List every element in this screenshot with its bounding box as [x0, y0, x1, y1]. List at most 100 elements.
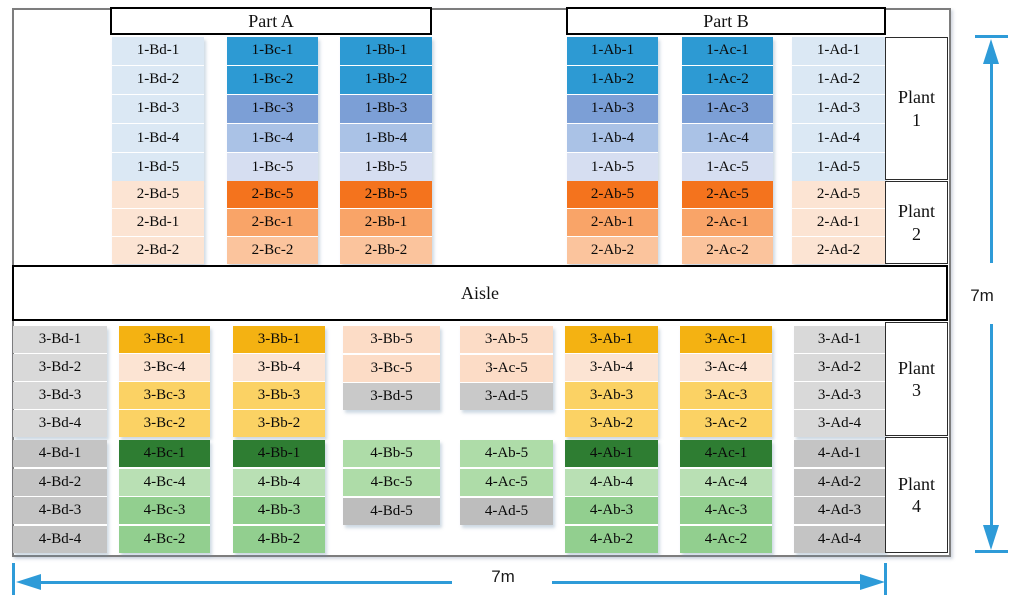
arrowhead-up-icon: [983, 39, 999, 64]
cell-2-Ac-2: 2-Ac-2: [682, 237, 773, 264]
cell-4-Bc-5: 4-Bc-5: [343, 468, 440, 497]
cell-1-Bb-3: 1-Bb-3: [340, 95, 432, 123]
cell-2-Bd-2: 2-Bd-2: [112, 237, 204, 264]
cell-4-Bc-1: 4-Bc-1: [119, 440, 210, 468]
cell-1-Bc-1: 1-Bc-1: [227, 37, 318, 65]
cell-1-Ad-3: 1-Ad-3: [792, 95, 885, 123]
cell-4-Ab-1: 4-Ab-1: [565, 440, 658, 468]
cell-1-Bd-3: 1-Bd-3: [112, 95, 204, 123]
cell-1-Ab-2: 1-Ab-2: [567, 66, 658, 94]
cell-1-Bb-2: 1-Bb-2: [340, 66, 432, 94]
cell-2-Bd-1: 2-Bd-1: [112, 209, 204, 236]
dimension-line-left: [39, 581, 452, 584]
cell-4-Bb-4: 4-Bb-4: [233, 468, 325, 496]
cell-4-Ad-4: 4-Ad-4: [794, 525, 885, 553]
cell-4-Bd-2: 4-Bd-2: [13, 468, 107, 496]
dimension-line-upper: [990, 62, 993, 263]
dimension-tick-left: [12, 563, 15, 595]
cell-2-Bc-2: 2-Bc-2: [227, 237, 318, 264]
cell-4-Bd-4: 4-Bd-4: [13, 525, 107, 553]
cell-3-Bb-3: 3-Bb-3: [233, 382, 325, 409]
cell-2-Bd-5: 2-Bd-5: [112, 181, 204, 208]
cell-1-Bd-5: 1-Bd-5: [112, 153, 204, 181]
cell-3-Ab-1: 3-Ab-1: [565, 326, 658, 353]
cell-3-Bc-2: 3-Bc-2: [119, 410, 210, 437]
cell-4-Ac-5: 4-Ac-5: [460, 468, 553, 497]
cell-4-Bb-3: 4-Bb-3: [233, 497, 325, 525]
cell-3-Bc-1: 3-Bc-1: [119, 326, 210, 353]
cell-3-Ac-2: 3-Ac-2: [680, 410, 772, 437]
cell-4-Ac-3: 4-Ac-3: [680, 497, 772, 525]
cell-1-Bb-1: 1-Bb-1: [340, 37, 432, 65]
cell-1-Bd-1: 1-Bd-1: [112, 37, 204, 65]
cell-4-Ac-1: 4-Ac-1: [680, 440, 772, 468]
cell-1-Bc-4: 1-Bc-4: [227, 124, 318, 152]
arrowhead-left-icon: [16, 574, 41, 590]
cell-4-Ab-5: 4-Ab-5: [460, 440, 553, 468]
cell-3-Bb-4: 3-Bb-4: [233, 354, 325, 381]
cell-4-Ad-1: 4-Ad-1: [794, 440, 885, 468]
cell-1-Ab-1: 1-Ab-1: [567, 37, 658, 65]
cell-3-Ac-1: 3-Ac-1: [680, 326, 772, 353]
arrowhead-right-icon: [860, 574, 885, 590]
cell-4-Ab-4: 4-Ab-4: [565, 468, 658, 496]
plant-2-label: Plant 2: [897, 201, 935, 244]
part-a-header: Part A: [110, 7, 432, 35]
cell-3-Bb-5: 3-Bb-5: [343, 326, 440, 353]
cell-4-Bd-5: 4-Bd-5: [343, 497, 440, 525]
cell-2-Ab-2: 2-Ab-2: [567, 237, 658, 264]
cell-1-Ad-4: 1-Ad-4: [792, 124, 885, 152]
cell-3-Ad-1: 3-Ad-1: [794, 326, 885, 353]
cell-1-Ad-5: 1-Ad-5: [792, 153, 885, 181]
cell-3-Ab-3: 3-Ab-3: [565, 382, 658, 409]
aisle-label: Aisle: [461, 282, 499, 303]
dimension-line-lower: [990, 324, 993, 525]
cell-4-Ad-5: 4-Ad-5: [460, 497, 553, 525]
cell-2-Ac-5: 2-Ac-5: [682, 181, 773, 208]
cell-3-Ab-2: 3-Ab-2: [565, 410, 658, 437]
part-b-label: Part B: [703, 10, 749, 31]
cell-3-Bd-2: 3-Bd-2: [13, 354, 107, 381]
cell-3-Bd-1: 3-Bd-1: [13, 326, 107, 353]
height-dimension-label: 7m: [970, 286, 994, 305]
cell-3-Bd-3: 3-Bd-3: [13, 382, 107, 409]
dimension-tick-bottom: [975, 550, 1008, 553]
cell-1-Ab-3: 1-Ab-3: [567, 95, 658, 123]
cell-1-Bc-2: 1-Bc-2: [227, 66, 318, 94]
plant-1-box: Plant 1: [885, 37, 948, 180]
cell-3-Ad-5: 3-Ad-5: [460, 383, 553, 410]
cell-4-Ad-2: 4-Ad-2: [794, 468, 885, 496]
cell-4-Ab-2: 4-Ab-2: [565, 525, 658, 553]
cell-1-Bc-5: 1-Bc-5: [227, 153, 318, 181]
cell-1-Ac-2: 1-Ac-2: [682, 66, 773, 94]
cell-3-Ad-4: 3-Ad-4: [794, 410, 885, 437]
cell-4-Ab-3: 4-Ab-3: [565, 497, 658, 525]
cell-1-Bb-4: 1-Bb-4: [340, 124, 432, 152]
cell-3-Bc-3: 3-Bc-3: [119, 382, 210, 409]
cell-1-Ab-4: 1-Ab-4: [567, 124, 658, 152]
cell-1-Ac-3: 1-Ac-3: [682, 95, 773, 123]
cell-2-Ab-1: 2-Ab-1: [567, 209, 658, 236]
cell-1-Bb-5: 1-Bb-5: [340, 153, 432, 181]
cell-3-Bc-4: 3-Bc-4: [119, 354, 210, 381]
cell-4-Bc-2: 4-Bc-2: [119, 525, 210, 553]
plant-3-label: Plant 3: [897, 357, 935, 401]
part-b-header: Part B: [566, 7, 886, 35]
cell-2-Ac-1: 2-Ac-1: [682, 209, 773, 236]
part-a-label: Part A: [248, 10, 294, 31]
cell-3-Ab-5: 3-Ab-5: [460, 326, 553, 353]
cell-4-Bd-1: 4-Bd-1: [13, 440, 107, 468]
arrowhead-down-icon: [983, 525, 999, 550]
